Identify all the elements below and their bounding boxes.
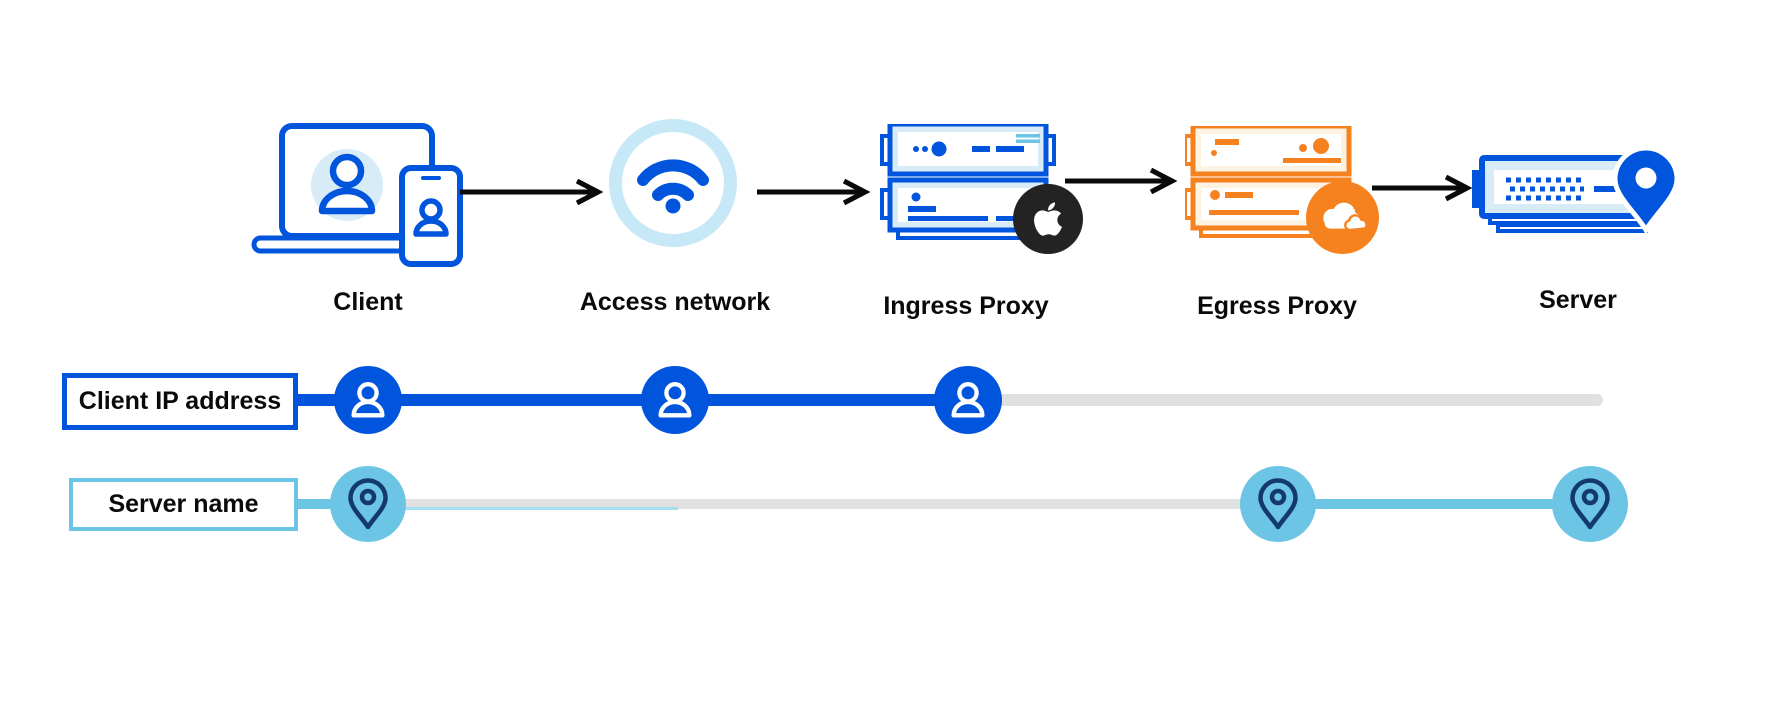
person-icon: [658, 382, 692, 418]
cloudflare-logo-badge: [1306, 181, 1379, 254]
node-label-access-network: Access network: [579, 288, 771, 316]
location-pin-icon: [348, 478, 388, 530]
apple-logo-badge: [1013, 184, 1083, 254]
client-laptop-phone-icon: [251, 123, 463, 267]
arrow-egress-to-server: [1372, 175, 1472, 201]
arrow-ingress-to-egress: [1065, 168, 1177, 194]
server-location-pin-icon: [1612, 145, 1680, 235]
cloudflare-cloud-icon: [1322, 202, 1368, 231]
person-marker-ingress-proxy: [934, 366, 1002, 434]
person-marker-client: [334, 366, 402, 434]
person-icon: [351, 382, 385, 418]
person-icon: [951, 382, 985, 418]
server-icon: [1472, 155, 1648, 233]
client-ip-visible-segment: [297, 394, 968, 406]
node-label-egress-proxy: Egress Proxy: [1197, 292, 1357, 320]
server-name-label-box: Server name: [69, 478, 298, 531]
client-ip-address-label: Client IP address: [78, 387, 282, 415]
person-marker-access-network: [641, 366, 709, 434]
apple-icon: [1034, 202, 1062, 236]
server-name-label: Server name: [108, 490, 259, 518]
wifi-ring: [609, 119, 737, 247]
server-name-hidden-segment: [368, 499, 1278, 509]
arrow-client-to-access: [460, 179, 603, 205]
ingress-proxy-server-stack-icon: [880, 124, 1056, 240]
arrow-access-to-ingress: [757, 179, 870, 205]
node-label-client: Client: [333, 288, 403, 316]
client-ip-hidden-segment: [968, 394, 1603, 406]
node-label-ingress-proxy: Ingress Proxy: [883, 292, 1049, 320]
client-ip-address-label-box: Client IP address: [62, 373, 298, 430]
location-pin-icon: [1570, 478, 1610, 530]
location-pin-icon: [1258, 478, 1298, 530]
pin-marker-egress-proxy: [1240, 466, 1316, 542]
server-name-faint-segment: [400, 507, 678, 510]
pin-marker-client: [330, 466, 406, 542]
wifi-icon: [637, 159, 709, 214]
pin-marker-server: [1552, 466, 1628, 542]
server-name-visible-segment: [1278, 499, 1590, 509]
node-label-server: Server: [1539, 286, 1617, 314]
